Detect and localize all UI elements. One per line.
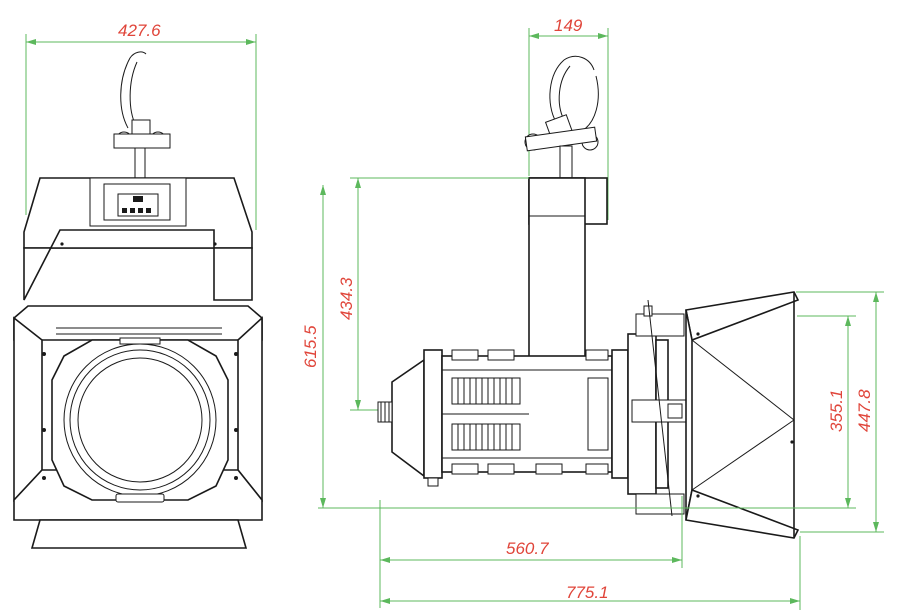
dim-side-bracket: 149	[528, 16, 609, 220]
side-view: 149 615.5	[301, 16, 884, 610]
side-barndoors	[685, 291, 800, 539]
dim-total-length: 775.1	[380, 536, 801, 610]
dim-body-length: 560.7	[318, 496, 690, 608]
dim-barndoor-outer: 447.8	[796, 291, 884, 533]
dim-barndoor-inner: 355.1	[690, 315, 856, 509]
front-view: 427.6	[13, 21, 263, 549]
dim-side-bracket-label: 149	[554, 16, 583, 35]
dim-yoke-height: 434.3	[337, 177, 529, 411]
dim-barndoor-inner-label: 355.1	[827, 389, 846, 432]
dim-front-width-label: 427.6	[118, 21, 161, 40]
dim-total-height: 615.5	[301, 185, 326, 508]
front-hook	[113, 51, 171, 179]
side-fins	[442, 349, 612, 475]
side-heatsink	[451, 377, 609, 451]
dim-barndoor-outer-label: 447.8	[855, 389, 874, 432]
side-hook	[524, 55, 599, 179]
dim-total-height-label: 615.5	[301, 325, 320, 368]
front-top-housing	[23, 177, 253, 301]
dim-front-width: 427.6	[25, 21, 257, 230]
dim-total-length-label: 775.1	[566, 583, 609, 602]
front-lens	[51, 337, 229, 503]
dim-yoke-height-label: 434.3	[337, 277, 356, 320]
dim-body-length-label: 560.7	[506, 539, 549, 558]
